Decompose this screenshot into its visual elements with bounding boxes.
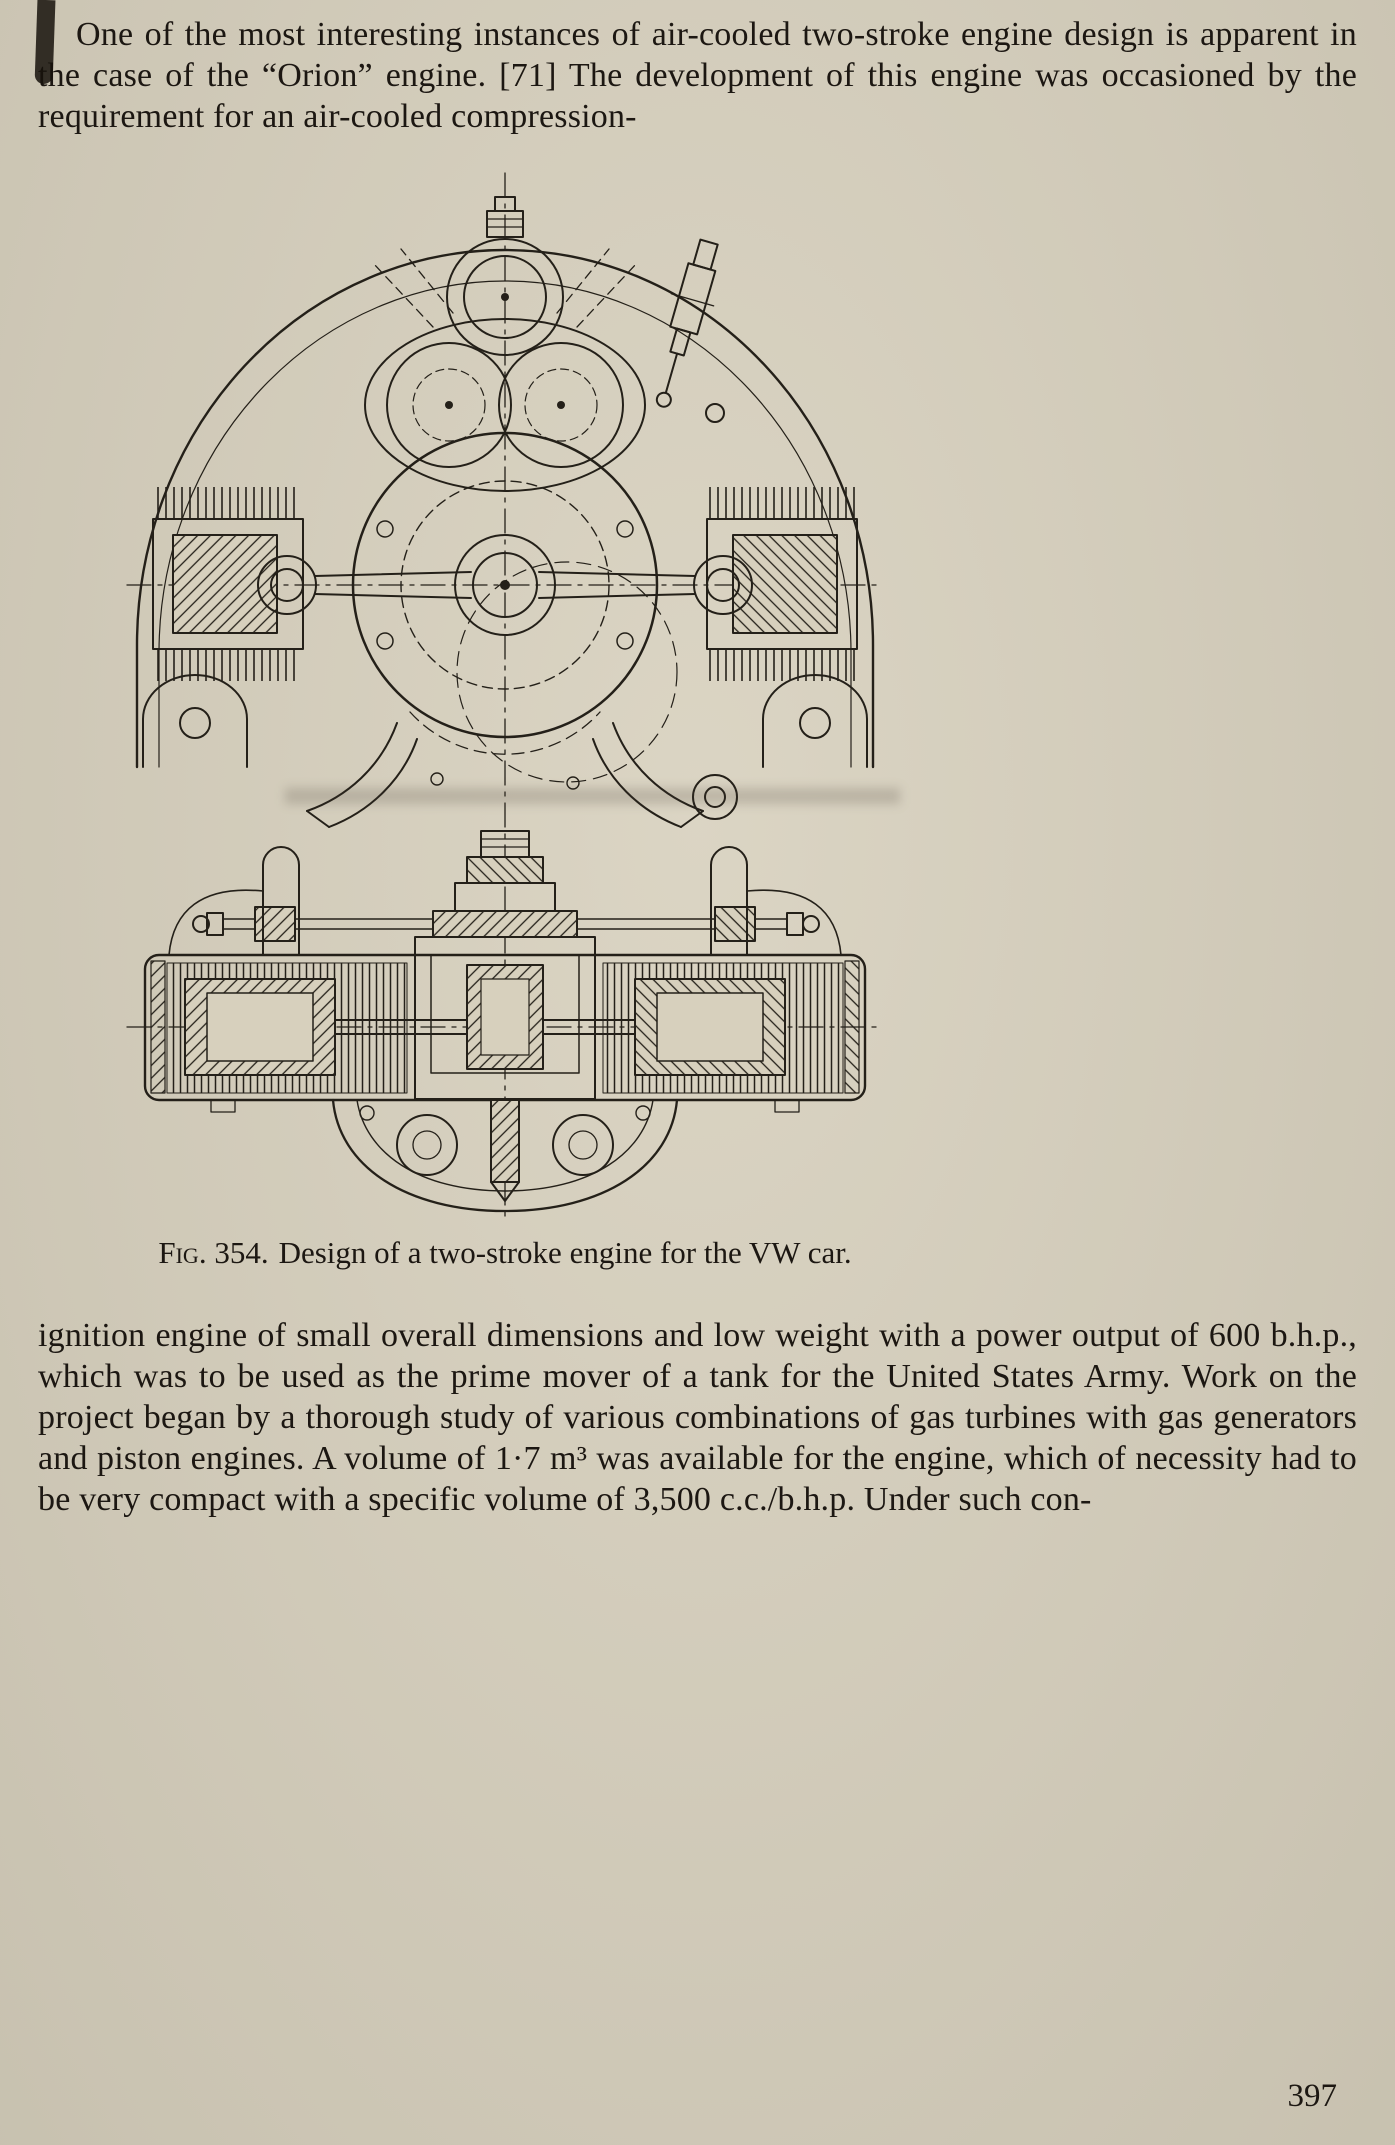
engine-figure: Fig. 354. Design of a two-stroke engine f…	[115, 167, 895, 1271]
figure-caption-label: Fig. 354.	[158, 1235, 269, 1270]
page-number: 397	[1287, 2078, 1338, 2114]
scan-smudge	[285, 788, 900, 804]
figure-caption-text: Design of a two-stroke engine for the VW…	[278, 1235, 852, 1270]
paragraph-body: ignition engine of small overall dimensi…	[38, 1317, 1357, 1518]
figure-caption: Fig. 354. Design of a two-stroke engine f…	[115, 1235, 895, 1271]
engine-sectional-drawing	[126, 172, 884, 1220]
scan-mark	[34, 0, 56, 85]
injector	[655, 238, 719, 408]
front-section-view	[135, 196, 875, 828]
paragraph-intro: One of the most interesting instances of…	[38, 16, 1357, 135]
longitudinal-section-view	[143, 830, 867, 1213]
